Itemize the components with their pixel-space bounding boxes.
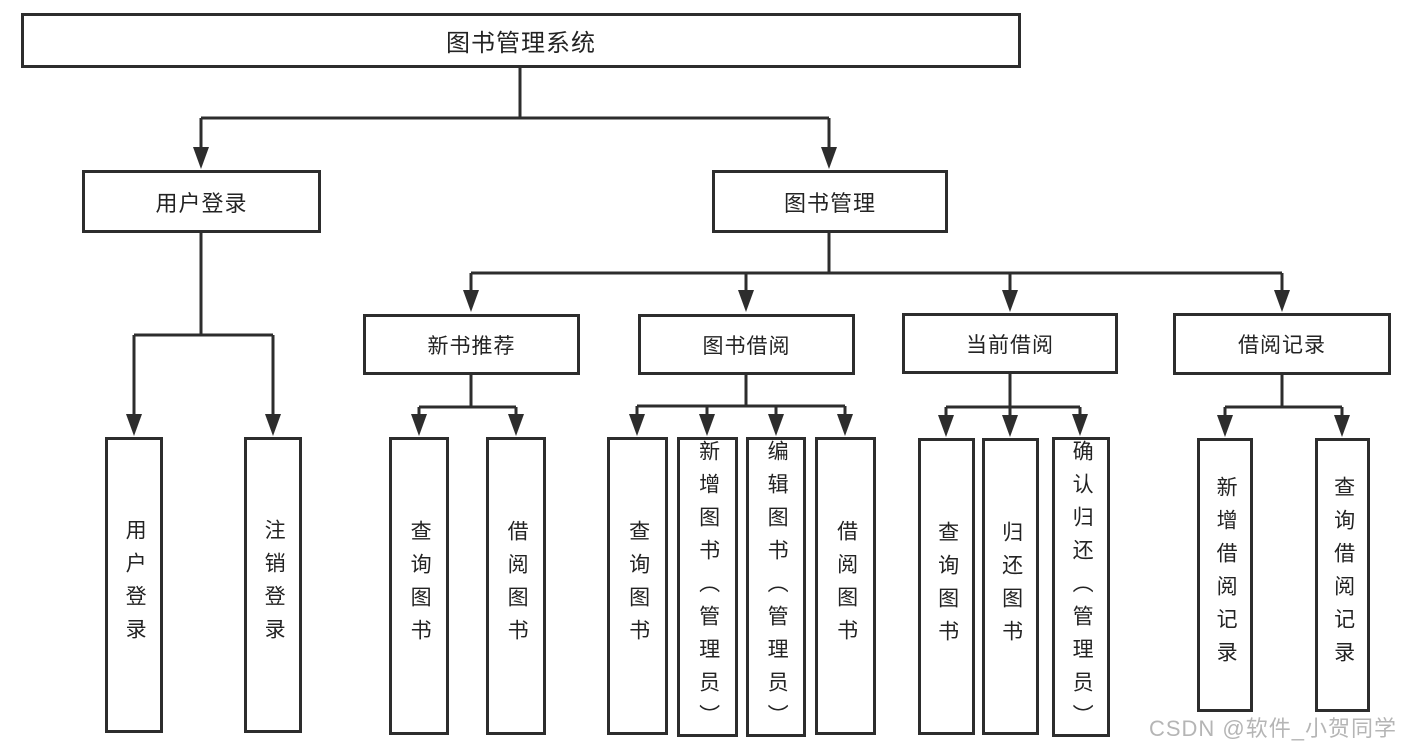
csdn-watermark: CSDN @软件_小贺同学 [1148, 716, 1397, 741]
node-current-borrowing-label: 当前借阅 [966, 333, 1054, 357]
node-book-borrowing: 图书借阅 [638, 314, 855, 375]
node-borrowing-records-label: 借阅记录 [1238, 334, 1326, 357]
node-root: 图书管理系统 [21, 13, 1021, 68]
node-book-management-branch: 图书管理 [712, 170, 948, 233]
leaf-query-books-borrowing: 查询图书 [607, 437, 668, 735]
leaf-borrow-books-recommend: 借阅图书 [486, 437, 546, 735]
node-user-login-branch: 用户登录 [82, 170, 321, 233]
node-current-borrowing: 当前借阅 [902, 313, 1118, 374]
leaf-logout: 注销登录 [244, 437, 302, 733]
node-new-book-recommendation-label: 新书推荐 [427, 334, 516, 358]
node-root-label: 图书管理系统 [446, 30, 596, 57]
arrowheads [126, 147, 1350, 437]
leaf-add-borrow-record: 新增借阅记录 [1197, 438, 1253, 712]
leaf-return-books: 归还图书 [982, 438, 1039, 735]
leaf-confirm-return-admin: 确认归还（管理员） [1052, 437, 1110, 737]
leaf-user-login: 用户登录 [105, 437, 163, 733]
leaf-query-books-recommend: 查询图书 [389, 437, 449, 735]
node-new-book-recommendation: 新书推荐 [363, 314, 580, 375]
node-book-management-branch-label: 图书管理 [783, 190, 876, 216]
leaf-query-books-current: 查询图书 [918, 438, 975, 735]
node-book-borrowing-label: 图书借阅 [702, 334, 791, 358]
leaf-edit-book-admin: 编辑图书（管理员） [746, 437, 806, 737]
leaf-add-book-admin: 新增图书（管理员） [677, 437, 738, 737]
leaf-borrow-books-borrowing: 借阅图书 [815, 437, 876, 735]
leaf-query-borrow-record: 查询借阅记录 [1315, 438, 1370, 712]
node-borrowing-records: 借阅记录 [1173, 313, 1391, 375]
node-user-login-branch-label: 用户登录 [155, 190, 248, 216]
